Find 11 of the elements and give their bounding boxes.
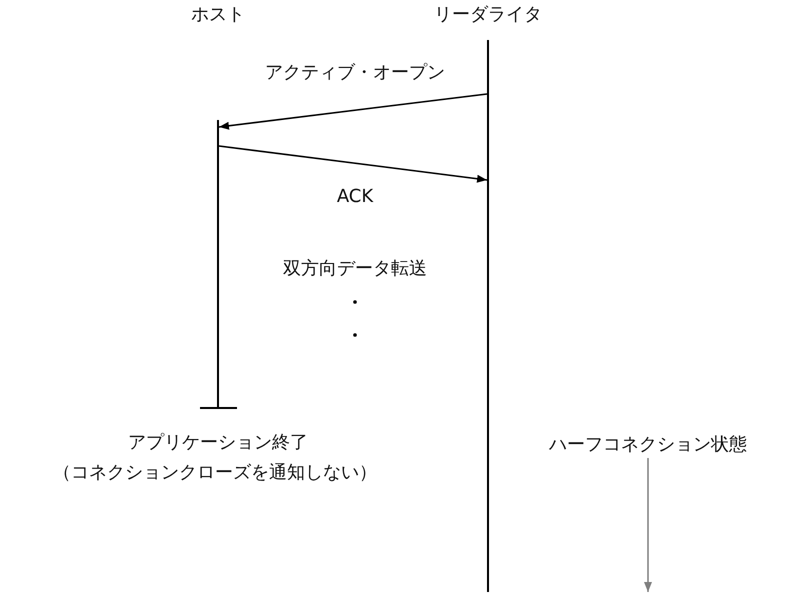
note-text: アプリケーション終了: [128, 432, 308, 454]
state-label: ハーフコネクション状態: [549, 434, 747, 456]
lifeline: [487, 40, 489, 592]
arrow: [218, 93, 488, 130]
arrow: [218, 145, 488, 183]
note-text: （コネクションクローズを通知しない）: [53, 462, 377, 484]
lifeline-heading: ホスト: [191, 4, 245, 26]
note-text: 双方向データ転送: [283, 258, 427, 280]
arrow: [644, 458, 652, 592]
lifeline-heading: リーダライタ: [434, 4, 542, 26]
lifeline: [217, 120, 219, 408]
